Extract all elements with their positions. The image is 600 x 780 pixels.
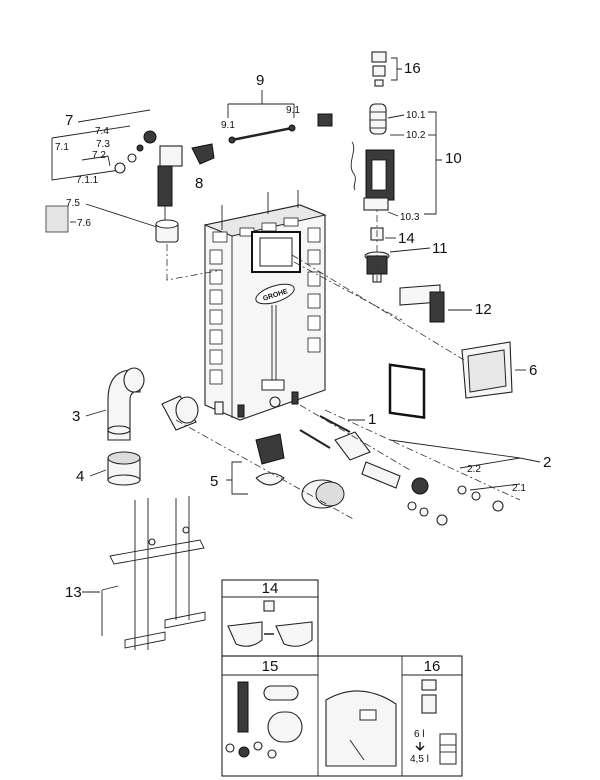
panel-16-volume-4-5: 4,5 l bbox=[410, 754, 429, 765]
label-6: 6 bbox=[529, 362, 537, 379]
label-9-1-left: 9.1 bbox=[221, 120, 235, 131]
label-13: 13 bbox=[65, 584, 82, 601]
label-9-1-right: 9.1 bbox=[286, 105, 300, 116]
label-2-1: 2.1 bbox=[512, 483, 526, 494]
panel-15-title: 15 bbox=[262, 658, 279, 675]
label-4: 4 bbox=[76, 468, 84, 485]
label-10: 10 bbox=[445, 150, 462, 167]
part-4-sleeve: 4 bbox=[76, 451, 141, 486]
label-11: 11 bbox=[432, 240, 448, 257]
label-7-4: 7.4 bbox=[95, 126, 109, 137]
label-5: 5 bbox=[210, 473, 218, 490]
part-6-flush-plate: 6 bbox=[461, 341, 537, 399]
label-7: 7 bbox=[65, 112, 73, 129]
label-3: 3 bbox=[72, 408, 80, 425]
panel-14-title: 14 bbox=[262, 580, 279, 597]
installation-frame: GROHE bbox=[203, 190, 327, 421]
label-14: 14 bbox=[398, 230, 415, 247]
label-1: 1 bbox=[368, 411, 376, 428]
part-5-clamp: 5 bbox=[210, 433, 345, 509]
part-9-supply-hose: 9 9.1 9.1 bbox=[221, 72, 333, 144]
assembly-dash-lines bbox=[166, 210, 521, 521]
part-7-fill-valve: 7 7.4 7.3 7.1 7.2 7.1.1 7.5 7.6 bbox=[45, 109, 183, 243]
label-7-1: 7.1 bbox=[55, 142, 69, 153]
part-14-ring: 14 bbox=[370, 227, 415, 247]
label-7-1-1: 7.1.1 bbox=[76, 175, 99, 186]
part-12-bracket: 12 bbox=[388, 284, 492, 420]
part-8-angle-valve: 8 bbox=[191, 143, 215, 192]
panel-16-title: 16 bbox=[424, 658, 441, 675]
panel-16-volume-6: 6 l bbox=[414, 729, 425, 740]
label-12: 12 bbox=[475, 301, 492, 318]
part-3-elbow: 3 bbox=[72, 367, 145, 441]
label-2: 2 bbox=[543, 454, 551, 471]
part-10-flush-valve: 10.1 10.2 10.3 10 bbox=[350, 103, 462, 223]
part-13-support-legs: 13 bbox=[65, 496, 206, 650]
label-2-2: 2.2 bbox=[467, 464, 481, 475]
label-7-3: 7.3 bbox=[96, 139, 110, 150]
label-10-2: 10.2 bbox=[406, 130, 426, 141]
label-16: 16 bbox=[404, 60, 421, 77]
pipe-connector bbox=[161, 395, 199, 431]
part-16-cap: 16 bbox=[371, 51, 421, 87]
label-10-3: 10.3 bbox=[400, 212, 420, 223]
label-7-5: 7.5 bbox=[66, 198, 80, 209]
part-1-pipe-set: 1 bbox=[299, 411, 401, 489]
part-2-bolt-set: 2 2.2 2.1 bbox=[389, 439, 551, 526]
label-9: 9 bbox=[256, 72, 264, 89]
label-7-6: 7.6 bbox=[77, 218, 91, 229]
label-8: 8 bbox=[195, 175, 203, 192]
label-10-1: 10.1 bbox=[406, 110, 426, 121]
info-panels: 14 15 16 6 l 4,5 l bbox=[221, 579, 463, 777]
label-7-2: 7.2 bbox=[92, 150, 106, 161]
